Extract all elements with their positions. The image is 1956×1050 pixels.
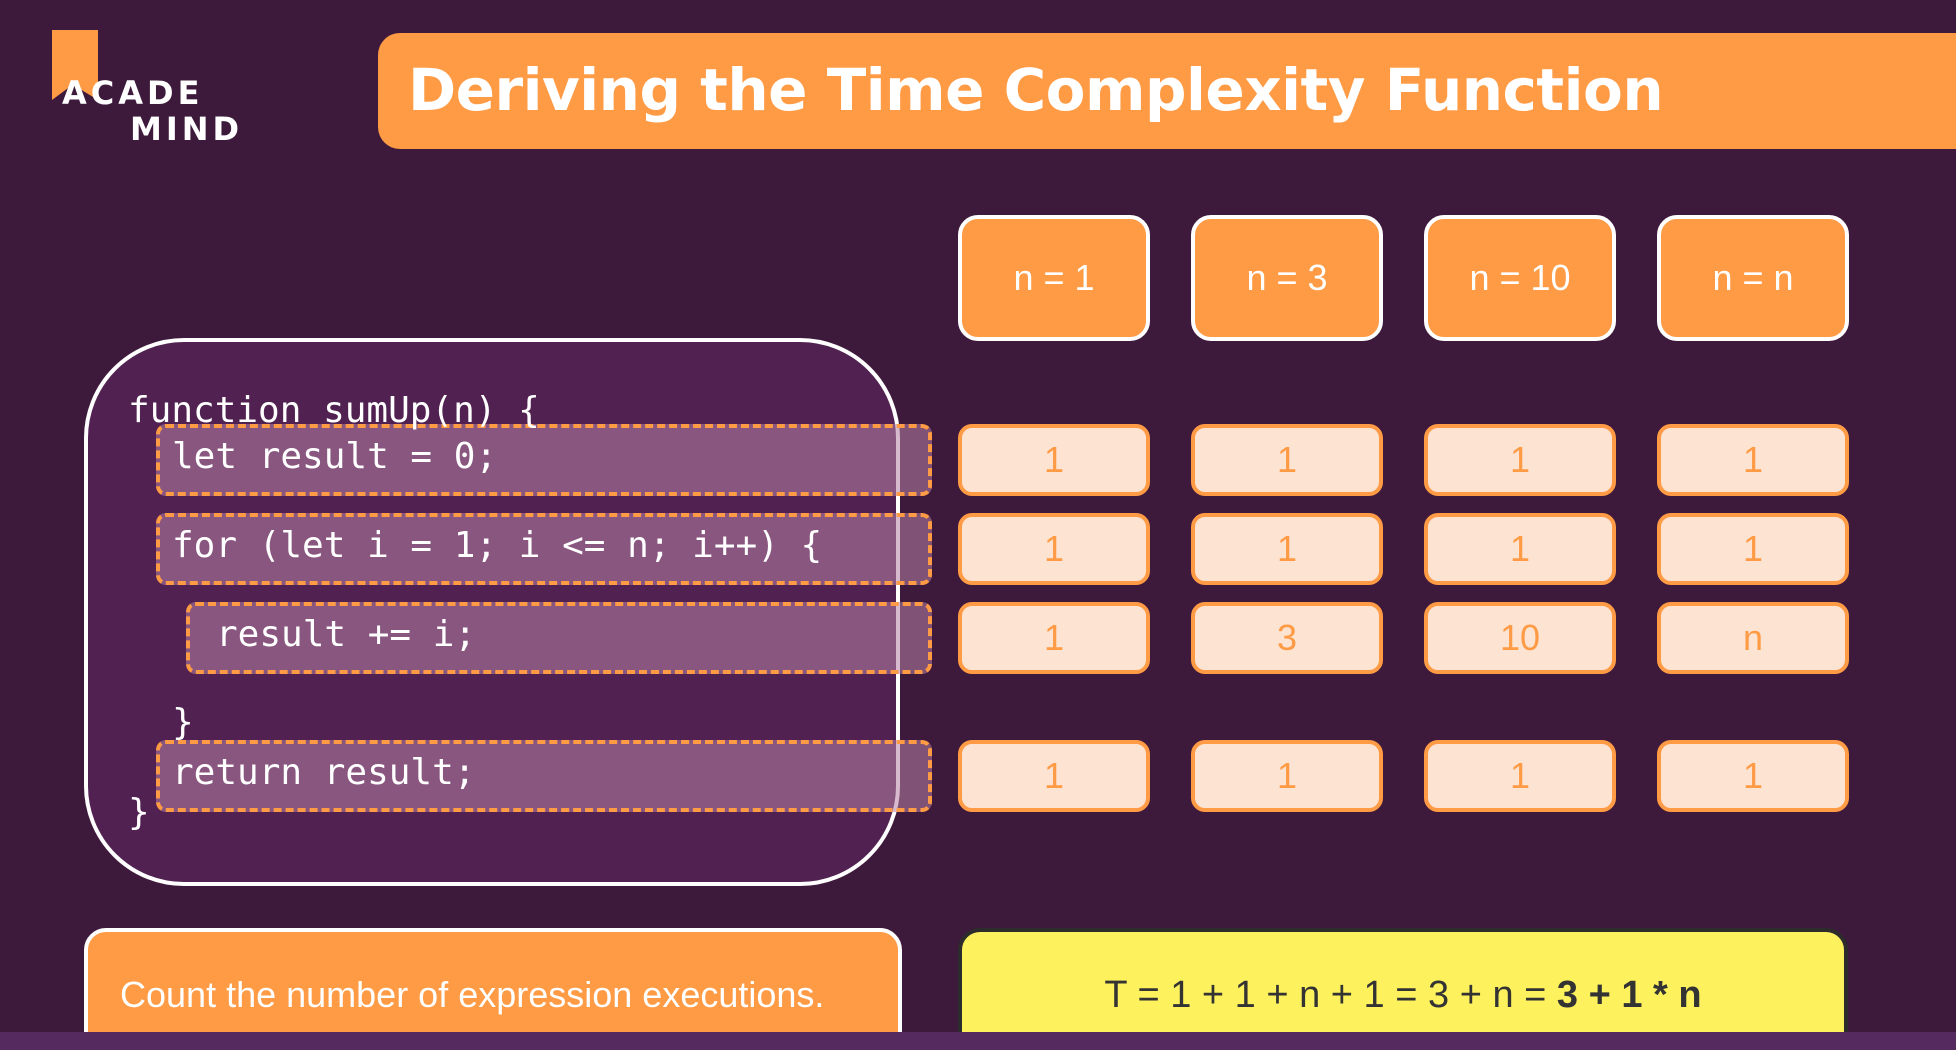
bottom-bar: [0, 1032, 1956, 1050]
column-header-n1: n = 1: [958, 215, 1150, 341]
instruction-note: Count the number of expression execution…: [84, 928, 902, 1050]
count-cell: 1: [1424, 513, 1616, 585]
count-cell: n: [1657, 602, 1849, 674]
logo-text-line2: MIND: [130, 110, 244, 148]
count-cell: 1: [958, 740, 1150, 812]
code-line-loop-close: }: [172, 702, 194, 743]
formula-result: 3 + 1 * n: [1556, 974, 1702, 1016]
count-cell: 1: [1657, 740, 1849, 812]
count-cell: 1: [1657, 424, 1849, 496]
count-cell: 1: [1191, 513, 1383, 585]
column-header-n10: n = 10: [1424, 215, 1616, 341]
highlight-return: [156, 740, 932, 812]
logo-text-line1: ACADE: [62, 74, 204, 112]
count-cell: 1: [1424, 424, 1616, 496]
count-cell: 10: [1424, 602, 1616, 674]
count-cell: 1: [1191, 424, 1383, 496]
highlight-result-add: [186, 602, 932, 674]
count-cell: 1: [958, 602, 1150, 674]
formula-box: T = 1 + 1 + n + 1 = 3 + n = 3 + 1 * n: [958, 928, 1848, 1050]
code-line-return: return result;: [172, 752, 476, 793]
count-cell: 1: [958, 424, 1150, 496]
title-banner: [378, 33, 1956, 149]
formula-plain: T = 1 + 1 + n + 1 = 3 + n =: [1104, 974, 1557, 1016]
code-line-function: function sumUp(n) {: [128, 390, 540, 431]
column-header-nn: n = n: [1657, 215, 1849, 341]
code-line-result-add: result += i;: [216, 614, 477, 655]
count-cell: 3: [1191, 602, 1383, 674]
academind-logo: ACADE MIND: [40, 30, 250, 150]
count-cell: 1: [1191, 740, 1383, 812]
code-line-for: for (let i = 1; i <= n; i++) {: [172, 525, 823, 566]
code-line-let-result: let result = 0;: [172, 436, 498, 477]
highlight-let-result: [156, 424, 932, 496]
count-cell: 1: [1657, 513, 1849, 585]
highlight-for-loop: [156, 513, 932, 585]
code-line-function-close: }: [128, 792, 150, 833]
slide-title: Deriving the Time Complexity Function: [408, 56, 1664, 124]
column-header-n3: n = 3: [1191, 215, 1383, 341]
count-cell: 1: [1424, 740, 1616, 812]
count-cell: 1: [958, 513, 1150, 585]
